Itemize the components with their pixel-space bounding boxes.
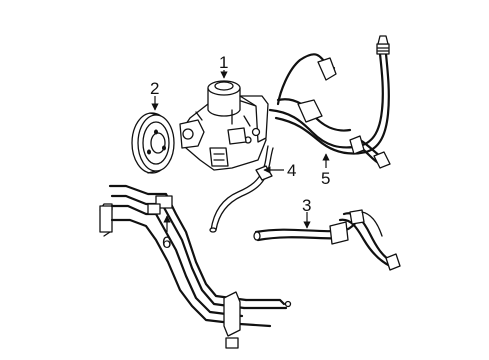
callout-3: 3 [302,196,311,215]
pressure-line-part [268,35,391,169]
callout-4: 4 [287,161,296,180]
callout-5: 5 [321,169,330,188]
return-hose-part [209,145,274,233]
callout-6: 6 [162,233,171,252]
callout-1: 1 [219,53,228,72]
pressure-hose-part [253,209,401,271]
callout-2: 2 [150,79,159,98]
pulley-part [131,112,175,174]
cooler-lines-part [99,184,292,349]
pump-part [179,80,269,171]
